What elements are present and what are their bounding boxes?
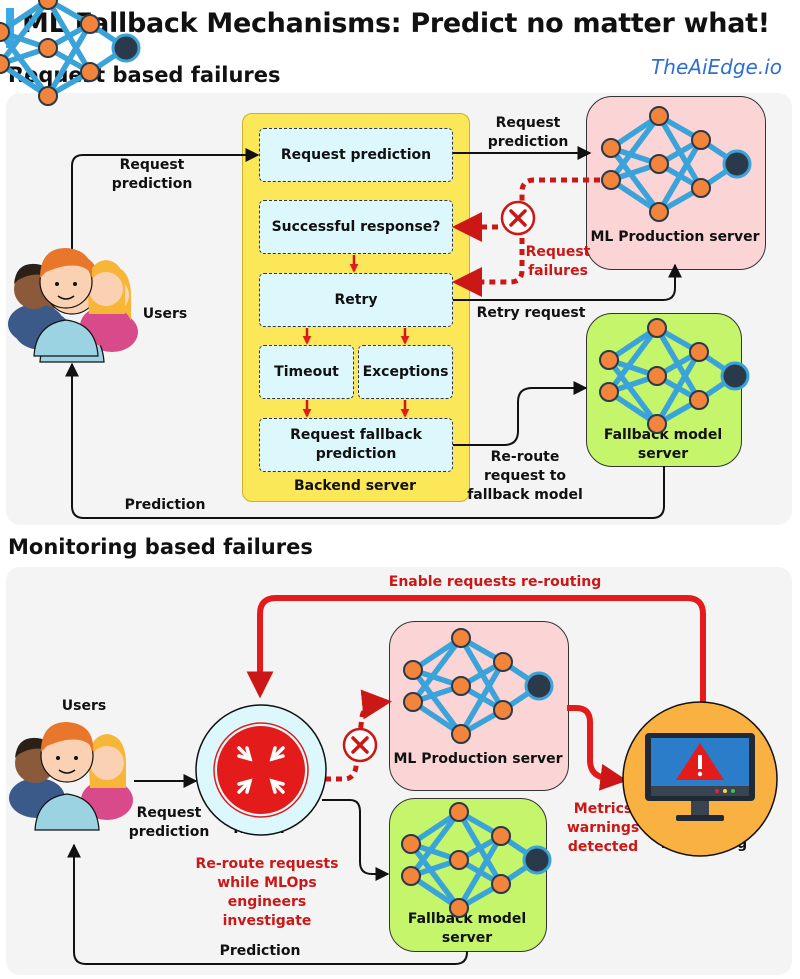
reroute-note: Re-route requests while MLOps engineers …	[195, 856, 339, 929]
users-label-2: Users	[61, 698, 107, 714]
edge-label-request-prediction-2: Request prediction	[128, 805, 210, 840]
edge-label-prediction-2: Prediction	[219, 943, 301, 959]
arrow-router-to-fallback2	[322, 799, 390, 881]
failure-x-icon-2	[342, 727, 378, 763]
nn-icon-prod-2	[404, 629, 552, 743]
arrow-fallback-to-fallback-server	[453, 381, 588, 446]
box-exceptions: Exceptions	[358, 345, 453, 399]
ml-production-server-2-label: ML Production server	[393, 751, 563, 767]
box-request-fallback: Request fallback prediction	[259, 418, 453, 472]
fallback-model-server-label: Fallback model server	[603, 427, 723, 462]
box-successful-response: Successful response?	[259, 200, 453, 254]
box-timeout: Timeout	[259, 345, 354, 399]
users-icon-2	[8, 721, 134, 831]
metrics-note: Metrics warnings detected	[566, 801, 640, 855]
box-retry: Retry	[259, 273, 453, 327]
arrow-fallback-server-to-users	[65, 362, 665, 519]
edge-label-enable-rerouting: Enable requests re-routing	[388, 574, 602, 590]
arrow-users-to-backend	[71, 148, 260, 252]
arrow-router-failed-to-prod2	[325, 689, 392, 782]
users-label: Users	[142, 306, 188, 322]
edge-label-request-prediction-server: Request prediction	[487, 115, 569, 150]
failure-x-icon	[500, 200, 536, 236]
neural-net-icon	[0, 0, 141, 106]
arrow-monitoring-to-router	[246, 595, 706, 703]
users-icon-1	[7, 247, 133, 357]
nn-icon-prod-1	[602, 107, 750, 221]
arrow-fallback2-to-users2	[67, 843, 468, 965]
nn-icon-fallback-2	[402, 803, 550, 917]
box-request-prediction: Request prediction	[259, 128, 453, 182]
ml-production-server-label: ML Production server	[590, 229, 760, 245]
edge-label-request-prediction: Request prediction	[111, 157, 193, 192]
backend-server-label: Backend server	[294, 478, 416, 494]
section-title-monitoring: Monitoring based failures	[8, 535, 313, 559]
router-icon	[195, 704, 327, 836]
brand-label: TheAiEdge.io	[651, 55, 782, 79]
fallback-model-server-2-label: Fallback model server	[407, 911, 527, 946]
edge-label-request-failures: Request failures	[525, 244, 591, 279]
edge-label-reroute: Re-route request to fallback model	[467, 449, 583, 503]
arrow-prod2-to-monitoring	[567, 705, 628, 791]
arrow-failure-to-retry	[452, 238, 525, 297]
monitor-icon	[622, 701, 778, 857]
edge-label-prediction: Prediction	[124, 497, 206, 513]
page-title: ML Fallback Mechanisms: Predict no matte…	[22, 8, 770, 39]
arrow-retry-to-prod	[453, 263, 682, 301]
arrow-failure-main	[519, 177, 600, 205]
nn-icon-fallback-1	[600, 319, 748, 433]
edge-label-retry-request: Retry request	[476, 305, 586, 321]
